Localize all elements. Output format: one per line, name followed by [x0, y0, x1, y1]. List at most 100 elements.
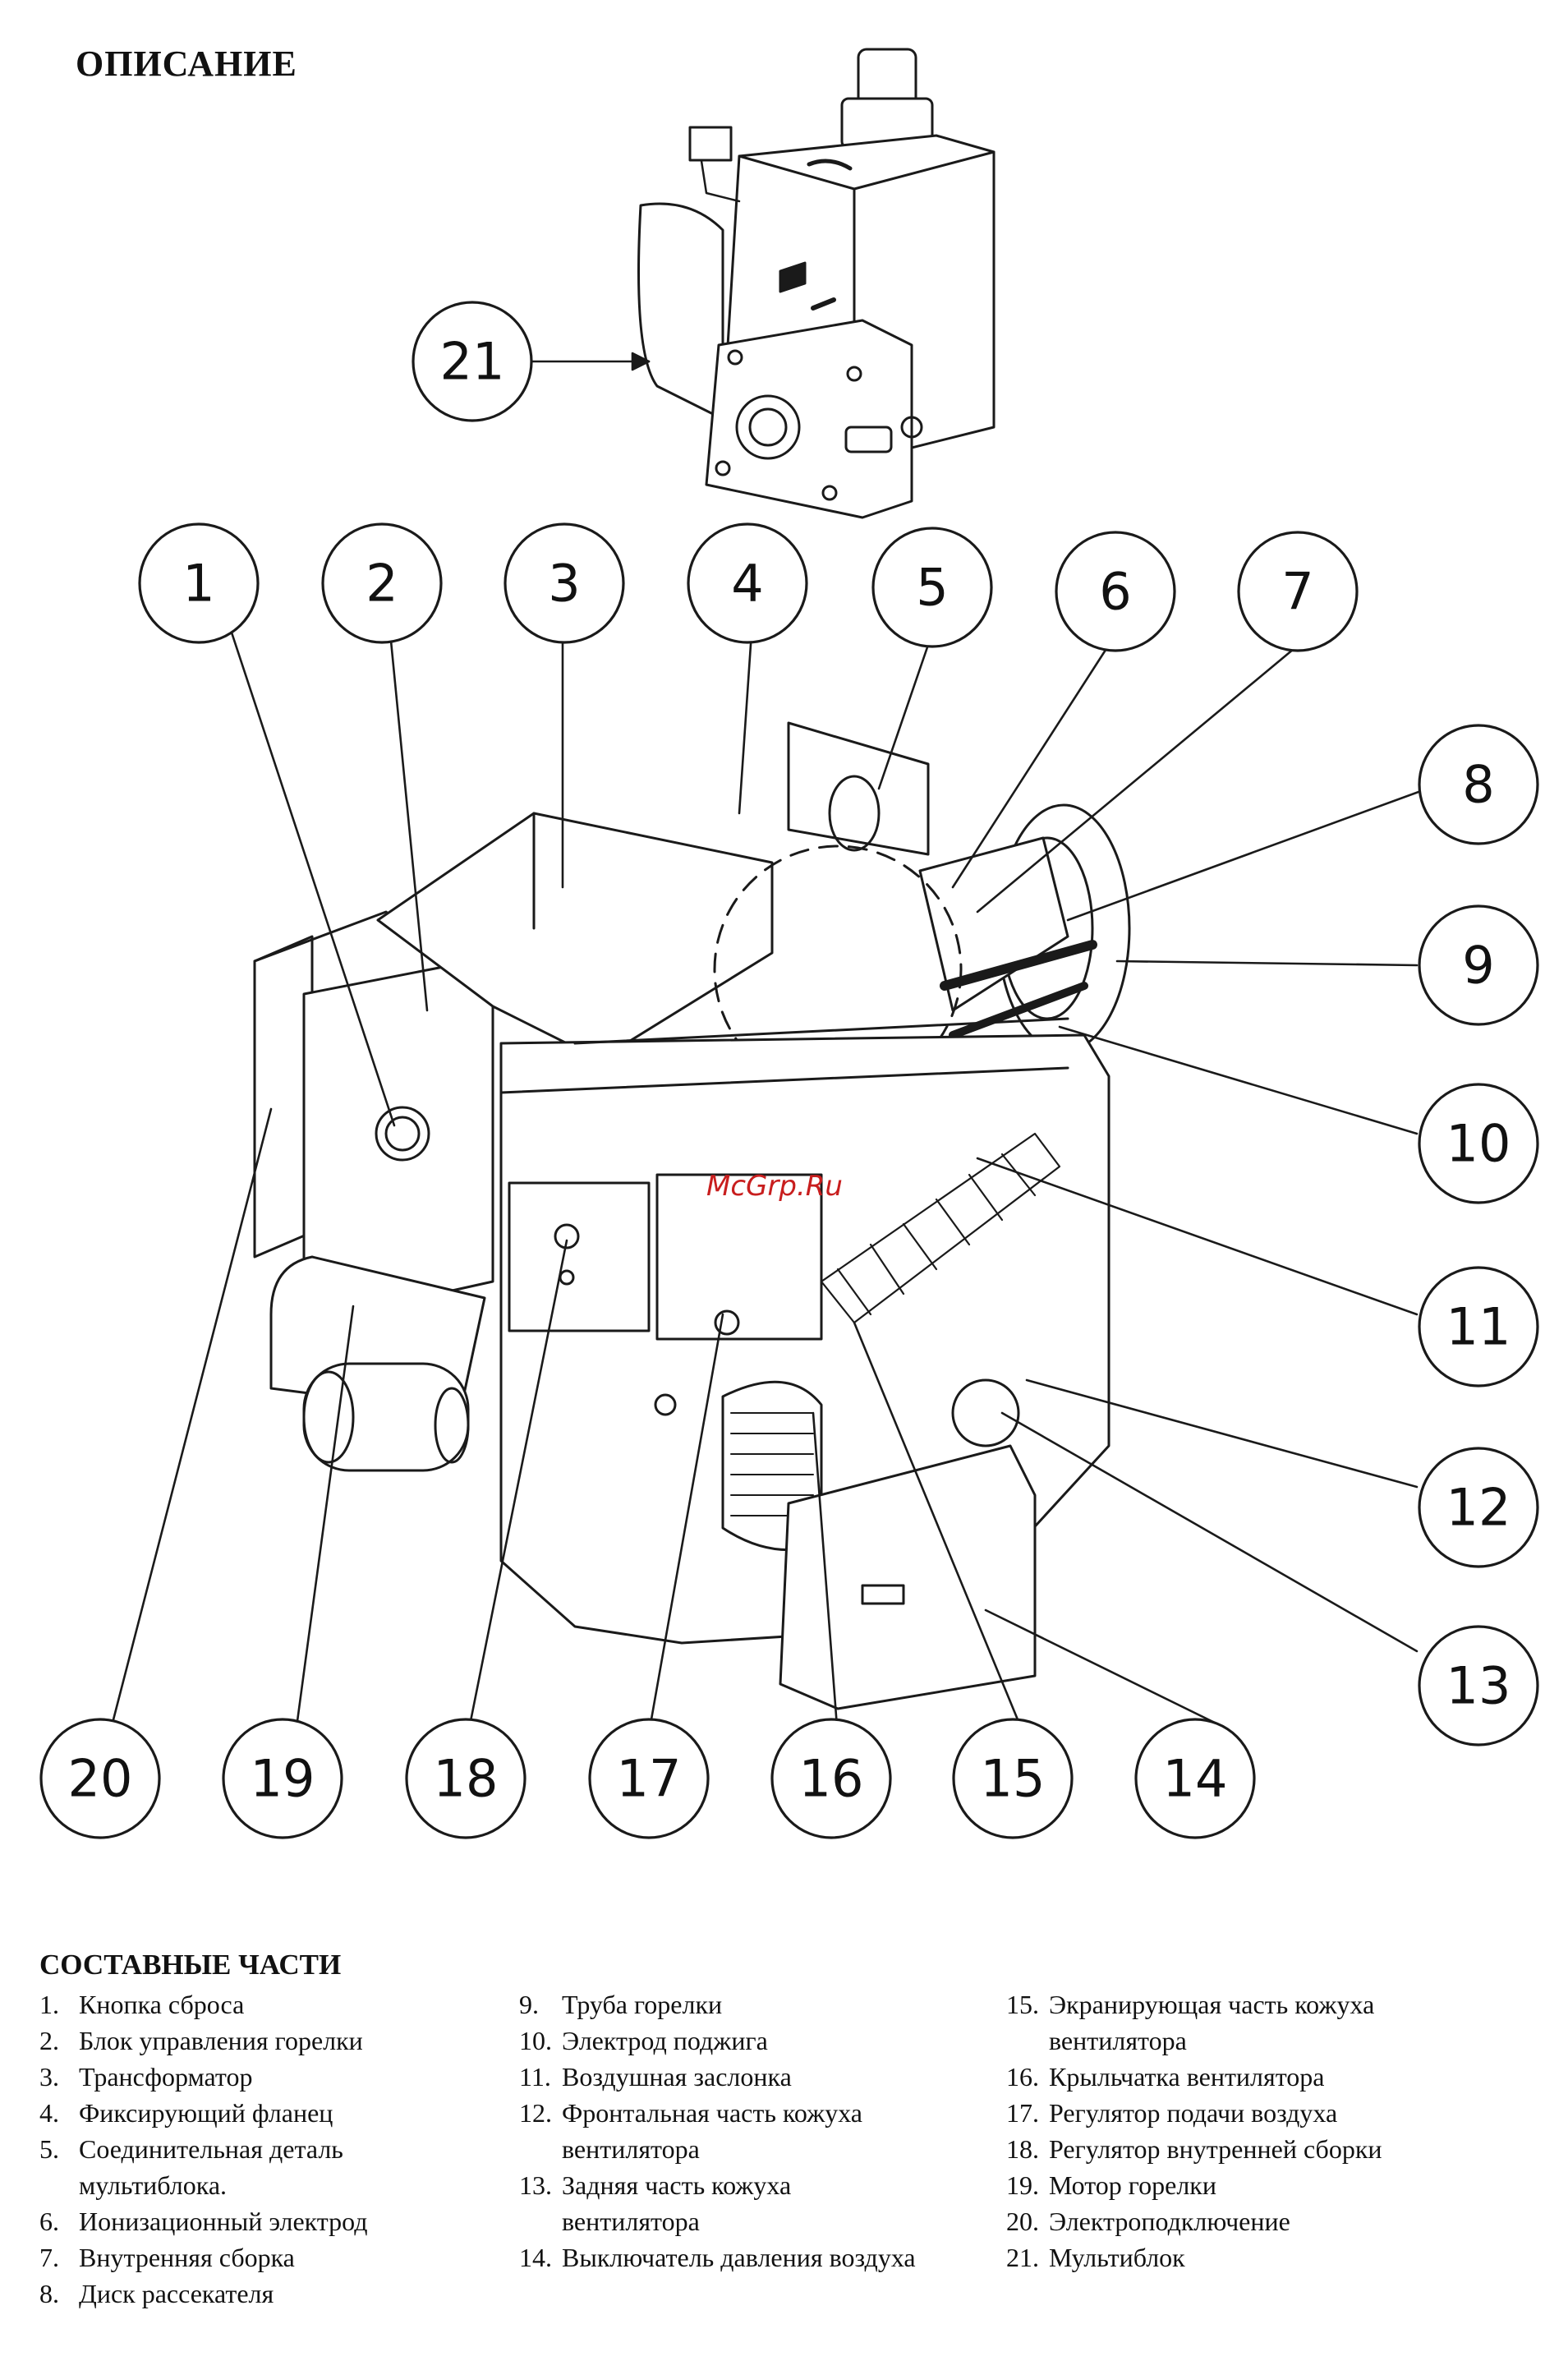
legend-item-text: Регулятор подачи воздуха	[1049, 2098, 1338, 2128]
callout-circle-8	[1418, 724, 1539, 845]
legend-item: 3. Трансформатор	[39, 2059, 532, 2095]
legend-item-number: 8.	[39, 2279, 59, 2308]
callout-label-7: 7	[1281, 562, 1313, 622]
callout-label-13: 13	[1446, 1656, 1511, 1716]
legend-item-number: 9.	[519, 1990, 539, 2019]
legend-item: 1.Кнопка сброса	[39, 1986, 532, 2023]
legend-item-text: Мотор горелки	[1049, 2170, 1216, 2200]
callout-circle-18	[405, 1718, 526, 1839]
legend-item-number: 19.	[1006, 2170, 1039, 2200]
legend-column-1: 1.Кнопка сброса 2. Блок управления горелк…	[39, 1986, 532, 2312]
legend-item-text: Мультиблок	[1049, 2243, 1185, 2272]
legend-item-text: Регулятор внутренней сборки	[1049, 2134, 1382, 2164]
callout-circle-20	[39, 1718, 161, 1839]
callout-label-16: 16	[799, 1749, 864, 1809]
legend-item-number: 2.	[39, 2026, 59, 2055]
callout-circle-13	[1418, 1625, 1539, 1746]
callout-circle-19	[222, 1718, 343, 1839]
legend-item-text: Труба горелки	[562, 1990, 723, 2019]
callout-label-1: 1	[182, 554, 214, 614]
legend-column-3: 15.Экранирующая часть кожуха вентилятора…	[1006, 1986, 1515, 2276]
legend-item-number: 18.	[1006, 2134, 1039, 2164]
callout-circle-14	[1134, 1718, 1256, 1839]
callout-label-15: 15	[981, 1749, 1046, 1809]
legend-item-number: 3.	[39, 2062, 59, 2092]
legend-item-text: Фиксирующий фланец	[79, 2098, 333, 2128]
leader-lines	[109, 352, 1429, 1743]
legend-column-2: 9. Труба горелки 10. Электрод поджига 11. В…	[519, 1986, 1004, 2276]
callout-circle-21	[412, 301, 533, 422]
legend-item-text: Кнопка сброса	[79, 1990, 245, 2019]
callout-circle-16	[770, 1718, 892, 1839]
legend-item-number: 17.	[1006, 2098, 1039, 2128]
callout-circle-3	[504, 522, 625, 644]
legend-item-text: Электрод поджига	[562, 2026, 768, 2055]
callout-circle-2	[321, 522, 443, 644]
legend-item-number: 20.	[1006, 2207, 1039, 2236]
callout-circle-4	[687, 522, 808, 644]
legend-item: 5.Соединительная деталь мультиблока.	[39, 2131, 532, 2203]
legend-item-number: 6.	[39, 2207, 59, 2236]
legend-item: 19. Мотор горелки	[1006, 2167, 1515, 2203]
legend-item-text: Трансформатор	[79, 2062, 253, 2092]
burner-body-drawing	[253, 721, 1131, 1710]
callout-label-17: 17	[617, 1749, 682, 1809]
callout-circle-17	[588, 1718, 710, 1839]
legend-item: 20. Электроподключение	[1006, 2203, 1515, 2239]
callout-circle-5	[871, 527, 993, 648]
callout-label-8: 8	[1462, 755, 1494, 815]
legend-item-number: 10.	[519, 2026, 552, 2055]
legend-item-number: 14.	[519, 2243, 552, 2272]
callout-circle-9	[1418, 904, 1539, 1026]
legend-item-number: 15.	[1006, 1990, 1039, 2019]
callout-label-10: 10	[1446, 1114, 1511, 1174]
legend-item-text: Внутренняя сборка	[79, 2243, 295, 2272]
legend-item: 13.Задняя часть кожуха вентилятора	[519, 2167, 1004, 2239]
legend-item: 4. Фиксирующий фланец	[39, 2095, 532, 2131]
callout-circle-12	[1418, 1447, 1539, 1568]
legend-item-text: Ионизационный электрод	[79, 2207, 368, 2236]
page-title: ОПИСАНИЕ	[76, 44, 297, 84]
legend-item: 7. Внутренняя сборка	[39, 2239, 532, 2276]
legend-item-text: Диск рассекателя	[79, 2279, 274, 2308]
callout-label-6: 6	[1099, 562, 1131, 622]
legend-item: 8. Диск рассекателя	[39, 2276, 532, 2312]
callout-label-3: 3	[548, 554, 580, 614]
callout-label-21: 21	[440, 332, 505, 392]
legend-item-number: 11.	[519, 2062, 551, 2092]
legend-item-text: Соединительная деталь мультиблока.	[79, 2134, 343, 2200]
legend-item: 11. Воздушная заслонка	[519, 2059, 1004, 2095]
callout-label-11: 11	[1446, 1297, 1511, 1357]
legend-item-number: 4.	[39, 2098, 59, 2128]
legend-item: 17. Регулятор подачи воздуха	[1006, 2095, 1515, 2131]
legend-item-number: 16.	[1006, 2062, 1039, 2092]
legend-item: 15.Экранирующая часть кожуха вентилятора	[1006, 1986, 1515, 2059]
callout-circle-15	[952, 1718, 1074, 1839]
callout-label-19: 19	[251, 1749, 315, 1809]
legend-item-text: Воздушная заслонка	[562, 2062, 792, 2092]
legend-item: 6. Ионизационный электрод	[39, 2203, 532, 2239]
callout-label-4: 4	[731, 554, 763, 614]
callout-label-20: 20	[68, 1749, 133, 1809]
legend-item-text: Электроподключение	[1049, 2207, 1290, 2236]
legend-item-number: 12.	[519, 2098, 552, 2128]
callout-circle-6	[1055, 531, 1176, 652]
callout-circle-1	[138, 522, 260, 644]
legend-item-number: 7.	[39, 2243, 59, 2272]
legend-item: 12.Фронтальная часть кожуха вентилятора	[519, 2095, 1004, 2167]
multiblock-drawing	[637, 48, 996, 519]
callout-circle-10	[1418, 1083, 1539, 1204]
callout-label-9: 9	[1462, 936, 1494, 996]
callout-label-5: 5	[916, 558, 948, 618]
legend-item: 10. Электрод поджига	[519, 2023, 1004, 2059]
legend-item: 14.Выключатель давления воздуха	[519, 2239, 1004, 2276]
legend-item-text: Блок управления горелки	[79, 2026, 363, 2055]
callout-label-14: 14	[1163, 1749, 1228, 1809]
legend-heading: СОСТАВНЫЕ ЧАСТИ	[39, 1949, 342, 1981]
legend-item: 16. Крыльчатка вентилятора	[1006, 2059, 1515, 2095]
callout-label-12: 12	[1446, 1478, 1511, 1538]
callout-label-18: 18	[434, 1749, 499, 1809]
legend-item-number: 13.	[519, 2170, 552, 2200]
legend-item: 9. Труба горелки	[519, 1986, 1004, 2023]
legend-item-text: Крыльчатка вентилятора	[1049, 2062, 1325, 2092]
